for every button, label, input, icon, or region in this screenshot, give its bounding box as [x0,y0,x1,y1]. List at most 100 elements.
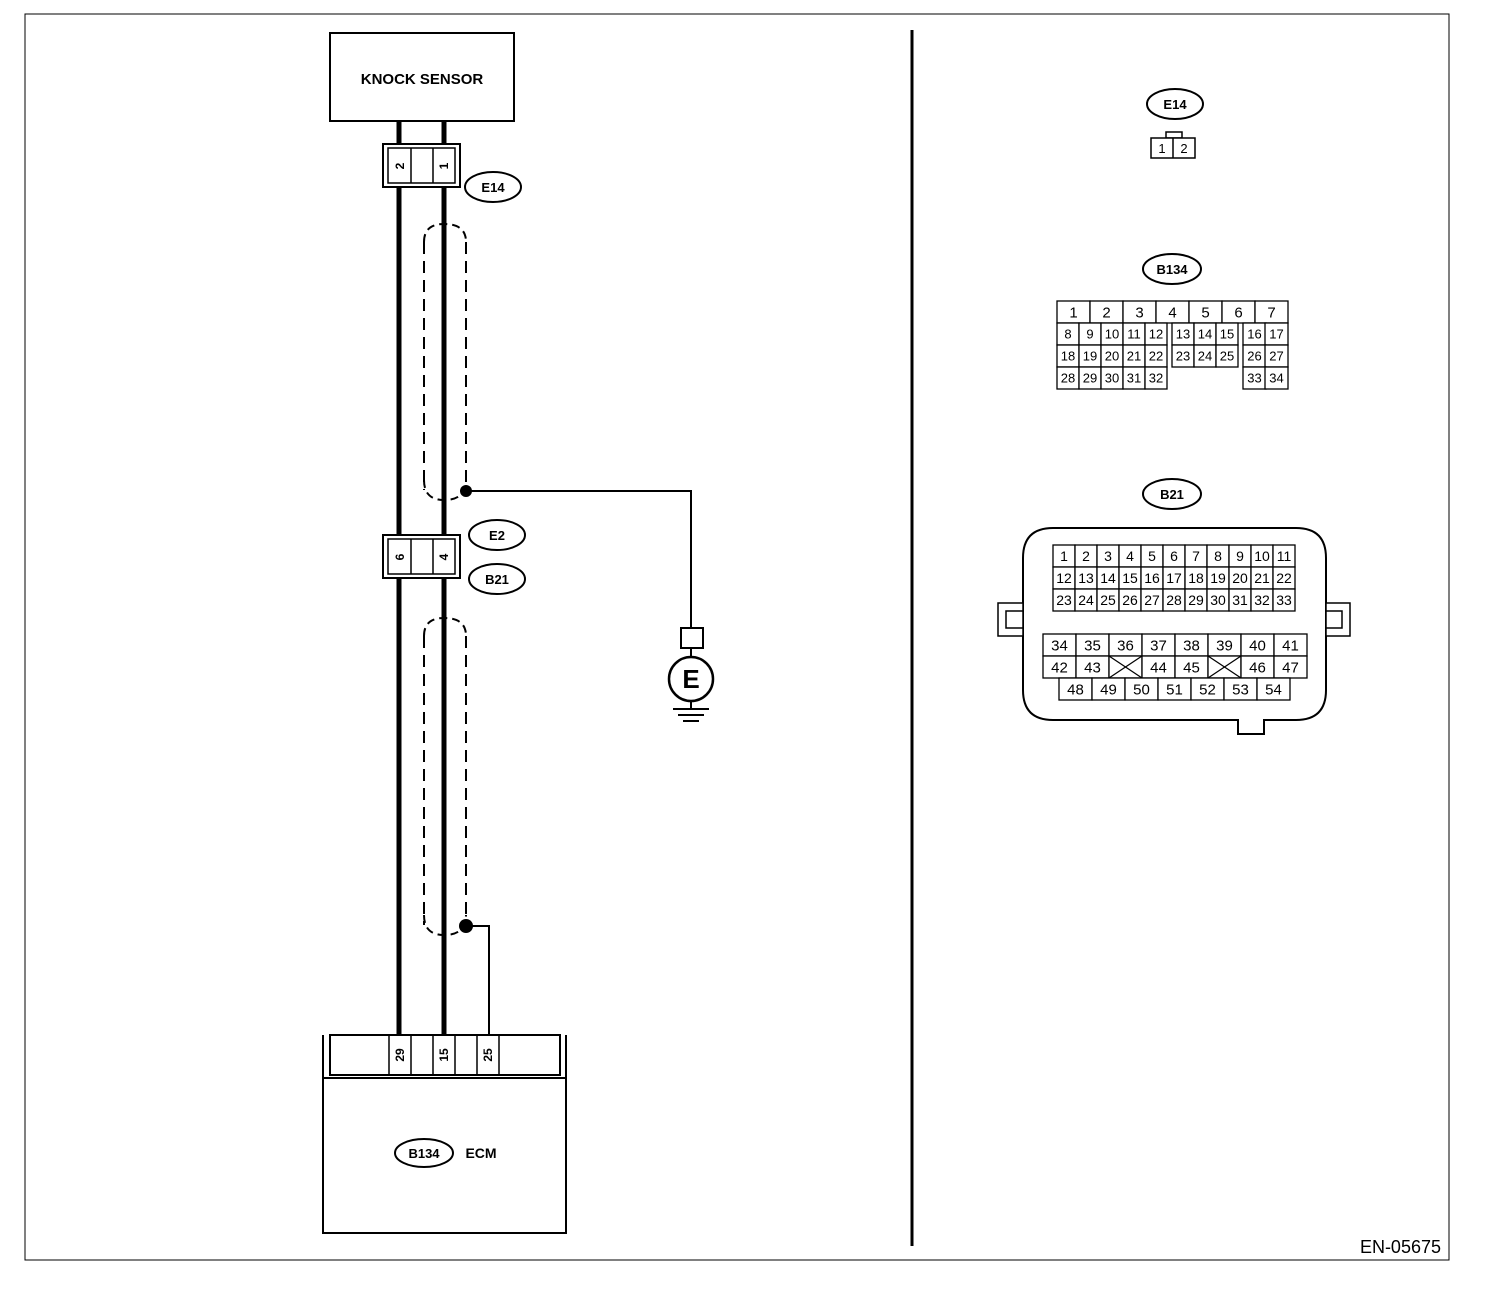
b134-pin-29: 29 [1083,371,1097,386]
b134-pin-24: 24 [1198,349,1212,364]
b21-pin-11: 11 [1277,548,1292,564]
e2-pin-4: 4 [437,553,451,560]
b134-pin-32: 32 [1149,371,1163,386]
pin-cell [1144,366,1168,390]
pin-cell [1256,677,1291,701]
b21-pin-36: 36 [1117,637,1134,654]
svg-text:E14: E14 [481,180,505,195]
b21-pin-39: 39 [1216,637,1233,654]
badge-e14: E14 [464,171,522,203]
svg-text:B134: B134 [1156,262,1188,277]
b134-pin-13: 13 [1176,327,1190,342]
pin-cell [1264,366,1289,390]
e14-pin-1: 1 [437,162,451,169]
b134-pin-7: 7 [1267,304,1275,321]
b21-pin-46: 46 [1249,659,1266,676]
b21-pin-23: 23 [1056,592,1072,608]
b134-pin-28: 28 [1061,371,1075,386]
b134-pin-12: 12 [1149,327,1163,342]
b21-pin-2: 2 [1082,548,1090,564]
b21-pin-47: 47 [1282,659,1299,676]
b134-pin-10: 10 [1105,327,1119,342]
b21-pin-25: 25 [1100,592,1116,608]
diagram-code: EN-05675 [1360,1237,1441,1257]
knock-sensor-component: KNOCK SENSOR [329,32,515,122]
b21-pin-32: 32 [1254,592,1270,608]
b21-pin-26: 26 [1122,592,1138,608]
b21-pin-30: 30 [1210,592,1226,608]
ecm-label: ECM [465,1145,496,1161]
b21-pin-14: 14 [1100,570,1116,586]
b134-pin-21: 21 [1127,349,1141,364]
b134-pin-17: 17 [1269,327,1283,342]
b134-pin-31: 31 [1127,371,1141,386]
b134-pin-16: 16 [1247,327,1261,342]
b134-pin-25: 25 [1220,349,1234,364]
b21-pin-40: 40 [1249,637,1266,654]
badge-b21: B21 [468,563,526,595]
b134-pin-1: 1 [1069,304,1077,321]
svg-text:B21: B21 [485,572,509,587]
b21-pin-33: 33 [1276,592,1292,608]
b21-pin-17: 17 [1166,570,1182,586]
b21-pin-52: 52 [1199,681,1216,698]
b134-pin-33: 33 [1247,371,1261,386]
b21-pin-29: 29 [1188,592,1204,608]
b134-pin-5: 5 [1201,304,1209,321]
knock-sensor-label: KNOCK SENSOR [361,71,484,88]
b21-pin-49: 49 [1100,681,1117,698]
ecm-pin-15: 15 [437,1048,451,1062]
b21-pin-4: 4 [1126,548,1134,564]
b21-pin-41: 41 [1282,637,1299,654]
b134-pin-18: 18 [1061,349,1075,364]
connector-e14-inline: 2 1 [382,143,461,188]
b21-pin-3: 3 [1104,548,1112,564]
legend-e14-pin-1: 1 [1158,141,1165,156]
b21-pin-48: 48 [1067,681,1084,698]
badge-e2: E2 [468,519,526,551]
ground-terminal [680,627,704,649]
b21-pin-51: 51 [1166,681,1183,698]
svg-text:B21: B21 [1160,487,1184,502]
b21-pin-20: 20 [1232,570,1248,586]
b21-pin-10: 10 [1254,548,1270,564]
b21-pin-43: 43 [1084,659,1101,676]
b21-pin-44: 44 [1150,659,1167,676]
b134-pin-11: 11 [1127,327,1141,342]
b21-pin-42: 42 [1051,659,1068,676]
legend-e14: E14 1 2 [1146,88,1204,159]
ground-symbol: E [667,655,715,722]
svg-text:E14: E14 [1163,97,1187,112]
b21-pin-34: 34 [1051,637,1068,654]
b21-pin-15: 15 [1122,570,1138,586]
b21-pin-21: 21 [1254,570,1270,586]
ecm-pin-25: 25 [481,1048,495,1062]
b21-pin-9: 9 [1236,548,1244,564]
b134-pin-6: 6 [1234,304,1242,321]
ecm-badge-b134: B134 [408,1146,440,1161]
b21-pin-6: 6 [1170,548,1178,564]
b21-pin-50: 50 [1133,681,1150,698]
b21-pin-13: 13 [1078,570,1094,586]
b134-pin-22: 22 [1149,349,1163,364]
b21-pin-31: 31 [1232,592,1248,608]
b21-pin-54: 54 [1265,681,1282,698]
ecm-component: 29 15 25 B134 ECM [322,1034,567,1234]
legend-e14-pin-2: 2 [1180,141,1187,156]
b134-pin-19: 19 [1083,349,1097,364]
b134-pin-27: 27 [1269,349,1283,364]
b134-pin-9: 9 [1086,327,1093,342]
b21-pin-19: 19 [1210,570,1226,586]
b21-pin-5: 5 [1148,548,1156,564]
ground-label: E [682,664,699,694]
b21-pin-22: 22 [1276,570,1292,586]
b134-pin-26: 26 [1247,349,1261,364]
e2-pin-6: 6 [393,553,407,560]
b21-pin-1: 1 [1060,548,1068,564]
shield-drain-wire [466,925,490,1035]
b21-pin-35: 35 [1084,637,1101,654]
